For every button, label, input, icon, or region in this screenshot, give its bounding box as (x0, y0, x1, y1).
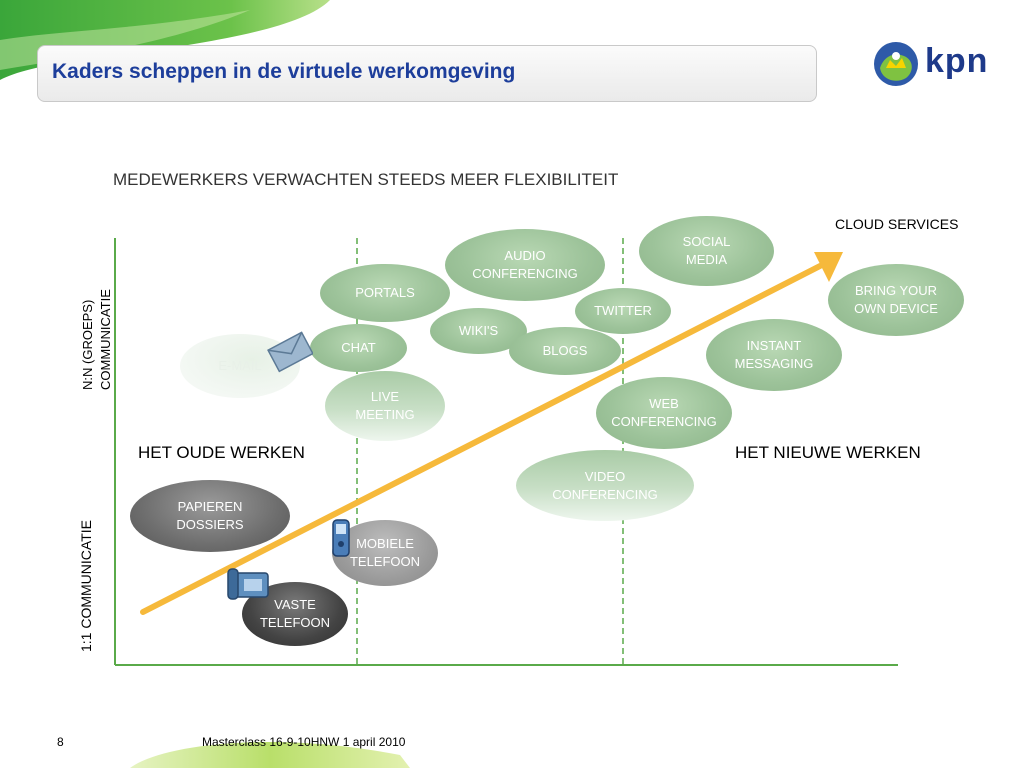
page-title: Kaders scheppen in de virtuele werkomgev… (52, 60, 516, 83)
bubble-blogs: BLOGS (509, 327, 621, 375)
label-old-work: HET OUDE WERKEN (138, 443, 305, 462)
envelope-icon (267, 331, 313, 373)
mobile-phone-icon (332, 519, 350, 557)
kpn-logo: kpn (870, 36, 995, 92)
title-bar (37, 45, 817, 102)
bubble-byod: BRING YOUR OWN DEVICE (828, 264, 964, 336)
desk-phone-icon (227, 568, 269, 600)
kpn-logo-text: kpn (925, 42, 989, 80)
bubble-audio-conferencing: AUDIO CONFERENCING (445, 229, 605, 301)
bubble-papieren-dossiers: PAPIEREN DOSSIERS (130, 480, 290, 552)
page-number: 8 (57, 735, 64, 749)
growth-arrowhead (814, 252, 843, 282)
label-cloud-services: CLOUD SERVICES (835, 216, 959, 232)
bubble-instant-messaging: INSTANT MESSAGING (706, 319, 842, 391)
kpn-crown-icon (874, 42, 918, 86)
label-new-work: HET NIEUWE WERKEN (735, 443, 921, 462)
footer-text: Masterclass 16-9-10HNW 1 april 2010 (202, 735, 406, 749)
bubble-mobiele-telefoon: MOBIELE TELEFOON (332, 520, 438, 586)
bubble-twitter: TWITTER (575, 288, 671, 334)
bubble-web-conferencing: WEB CONFERENCING (596, 377, 732, 449)
green-swoosh-bottom (130, 742, 410, 768)
bubble-portals: PORTALS (320, 264, 450, 322)
bubble-chat: CHAT (310, 324, 407, 372)
bubble-vaste-telefoon: VASTE TELEFOON (242, 582, 348, 646)
bubble-video-conferencing: VIDEO CONFERENCING (516, 450, 694, 521)
bubble-social-media: SOCIAL MEDIA (639, 216, 774, 286)
bubble-live-meeting: LIVE MEETING (325, 371, 445, 441)
diagram-subtitle: MEDEWERKERS VERWACHTEN STEEDS MEER FLEXI… (113, 170, 619, 189)
